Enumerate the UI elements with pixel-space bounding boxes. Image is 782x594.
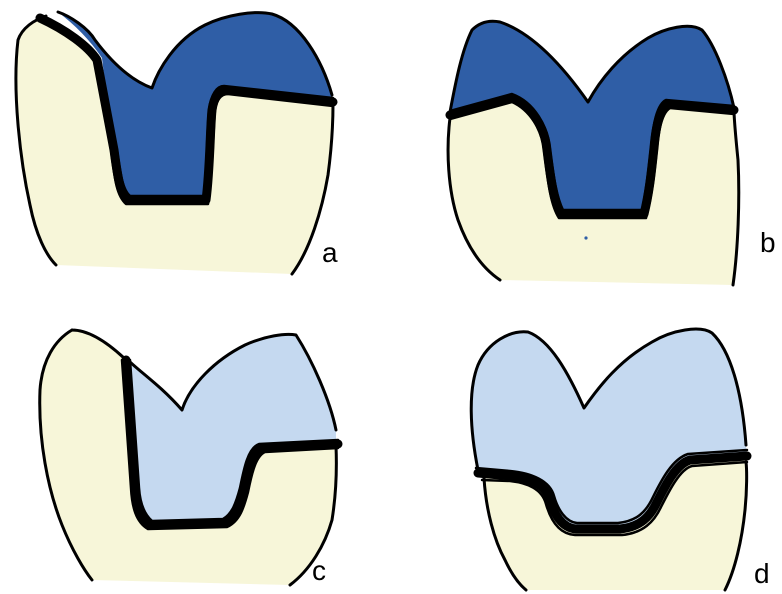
panel-c: c <box>40 330 338 586</box>
panel-d-label: d <box>754 558 770 589</box>
panel-c-label: c <box>312 555 326 586</box>
panel-b-label: b <box>760 227 776 258</box>
panel-b-dot <box>584 236 587 239</box>
panel-b: b <box>448 21 776 285</box>
panel-a: a <box>16 12 338 274</box>
panel-a-label: a <box>322 237 338 268</box>
panel-d: d <box>471 329 769 590</box>
